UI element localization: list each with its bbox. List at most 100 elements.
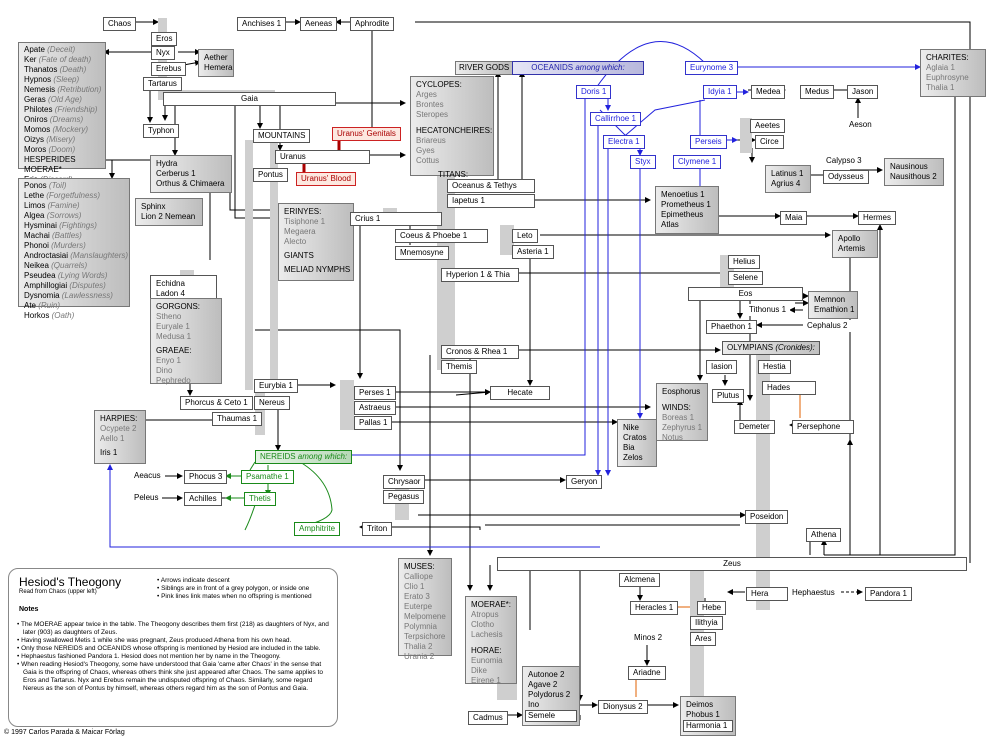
node-cadmus[interactable]: Cadmus: [468, 711, 508, 725]
node-heracles[interactable]: Heracles 1: [630, 601, 679, 615]
node-medus[interactable]: Medus: [800, 85, 835, 99]
node-aeneas[interactable]: Aeneas: [300, 17, 338, 31]
group-eosphorus-winds: Eosphorus WINDS: Boreas 1 Zephyrus 1 Not…: [656, 383, 708, 442]
node-doris[interactable]: Doris 1: [576, 85, 612, 99]
node-phocus[interactable]: Phocus 3: [184, 470, 228, 484]
node-ilithyia[interactable]: Ilithyia: [690, 616, 723, 630]
node-geryon[interactable]: Geryon: [566, 475, 603, 489]
node-cephalus[interactable]: Cephalus 2: [803, 320, 852, 332]
node-aeacus[interactable]: Aeacus: [130, 470, 165, 482]
node-ariadne[interactable]: Ariadne: [628, 666, 666, 680]
node-hestia[interactable]: Hestia: [758, 360, 791, 374]
node-odysseus[interactable]: Odysseus: [823, 170, 869, 184]
node-perses[interactable]: Perses 1: [354, 386, 396, 400]
node-hera[interactable]: Hera: [746, 587, 788, 601]
node-tithonus[interactable]: Tithonus 1: [745, 304, 791, 316]
node-typhon[interactable]: Typhon: [143, 124, 180, 138]
node-hermes[interactable]: Hermes: [858, 211, 897, 225]
node-nereus[interactable]: Nereus: [254, 396, 290, 410]
node-coeus-phoebe[interactable]: Coeus & Phoebe 1: [395, 229, 488, 243]
node-psamathe[interactable]: Psamathe 1: [241, 470, 294, 484]
node-clymene[interactable]: Clymene 1: [673, 155, 722, 169]
node-tartarus[interactable]: Tartarus: [143, 77, 182, 91]
node-asteria[interactable]: Asteria 1: [512, 245, 554, 259]
node-alcmena[interactable]: Alcmena: [619, 573, 661, 587]
node-demeter[interactable]: Demeter: [734, 420, 775, 434]
node-eurybia[interactable]: Eurybia 1: [254, 379, 298, 393]
node-astraeus[interactable]: Astraeus: [354, 401, 396, 415]
node-thetis[interactable]: Thetis: [244, 492, 276, 506]
node-chrysaor[interactable]: Chrysaor: [383, 475, 426, 489]
node-themis[interactable]: Themis: [441, 360, 478, 374]
list-item: Terpsichore: [404, 632, 446, 641]
node-pandora[interactable]: Pandora 1: [865, 587, 912, 601]
node-hebe[interactable]: Hebe: [697, 601, 727, 615]
node-minos[interactable]: Minos 2: [630, 632, 667, 644]
list-item: Ate (Ruin): [24, 301, 61, 310]
node-eros[interactable]: Eros: [151, 32, 178, 46]
node-amphitrite[interactable]: Amphitrite: [294, 522, 341, 536]
node-helius[interactable]: Helius: [728, 255, 761, 269]
node-callirrhoe[interactable]: Callirrhoe 1: [590, 112, 641, 126]
node-dionysus[interactable]: Dionysus 2: [598, 700, 648, 714]
list-item: Ker (Fate of death): [24, 55, 92, 64]
node-peleus[interactable]: Peleus: [130, 492, 163, 504]
node-river-gods[interactable]: RIVER GODS: [455, 61, 514, 75]
node-aphrodite[interactable]: Aphrodite: [350, 17, 395, 31]
node-anchises[interactable]: Anchises 1: [237, 17, 287, 31]
node-electra[interactable]: Electra 1: [603, 135, 645, 149]
node-iasion[interactable]: Iasion: [706, 360, 738, 374]
node-aeetes[interactable]: Aeetes: [750, 119, 785, 133]
node-oceanus-tethys[interactable]: Oceanus & Tethys: [447, 179, 535, 193]
node-ares[interactable]: Ares: [690, 632, 717, 646]
node-achilles[interactable]: Achilles: [184, 492, 222, 506]
node-hephaestus[interactable]: Hephaestus: [788, 587, 839, 599]
node-hecate[interactable]: Hecate: [490, 386, 550, 400]
node-mountains[interactable]: MOUNTAINS: [253, 129, 311, 143]
node-circe[interactable]: Circe: [755, 135, 784, 149]
node-nyx[interactable]: Nyx: [151, 46, 175, 60]
node-selene[interactable]: Selene: [728, 271, 763, 285]
node-mnemosyne[interactable]: Mnemosyne: [395, 246, 449, 260]
node-gaia[interactable]: Gaia: [163, 92, 336, 106]
node-aeson[interactable]: Aeson: [845, 119, 876, 131]
node-medea[interactable]: Medea: [751, 85, 786, 99]
node-zeus[interactable]: Zeus: [497, 557, 967, 571]
node-triton[interactable]: Triton: [362, 522, 393, 536]
node-calypso[interactable]: Calypso 3: [822, 155, 866, 167]
node-perseis[interactable]: Perseis: [690, 135, 727, 149]
node-hades[interactable]: Hades: [762, 381, 816, 395]
node-hyperion-thia[interactable]: Hyperion 1 & Thia: [441, 268, 519, 282]
node-erebus[interactable]: Erebus: [151, 62, 187, 76]
node-maia[interactable]: Maia: [780, 211, 808, 225]
list-item: Nemesis (Retribution): [24, 85, 102, 94]
node-uranus-blood[interactable]: Uranus' Blood: [296, 172, 356, 186]
node-phaethon[interactable]: Phaethon 1: [706, 320, 757, 334]
node-olympians[interactable]: OLYMPIANS (Cronides):: [722, 341, 820, 355]
node-uranus[interactable]: Uranus: [275, 150, 370, 164]
node-phorcus-ceto[interactable]: Phorcus & Ceto 1: [180, 396, 253, 410]
node-eos[interactable]: Eos: [688, 287, 803, 301]
node-persephone[interactable]: Persephone: [792, 420, 854, 434]
node-iapetus[interactable]: Iapetus 1: [447, 194, 535, 208]
node-eurynome[interactable]: Eurynome 3: [685, 61, 739, 75]
node-athena[interactable]: Athena: [806, 528, 842, 542]
node-oceanids[interactable]: OCEANIDS among which:: [512, 61, 644, 75]
node-styx[interactable]: Styx: [630, 155, 656, 169]
list-item: Philotes (Friendship): [24, 105, 98, 114]
node-pallas[interactable]: Pallas 1: [354, 416, 393, 430]
node-nereids[interactable]: NEREIDS among which:: [255, 450, 353, 464]
node-leto[interactable]: Leto: [512, 229, 538, 243]
node-chaos[interactable]: Chaos: [103, 17, 137, 31]
node-plutus[interactable]: Plutus: [712, 389, 745, 403]
node-cronos-rhea[interactable]: Cronos & Rhea 1: [441, 345, 519, 359]
node-poseidon[interactable]: Poseidon: [745, 510, 789, 524]
group-ares-children: Deimos Phobus 1 Harmonia 1: [680, 696, 736, 736]
node-uranus-genitals[interactable]: Uranus' Genitals: [332, 127, 401, 141]
node-pontus[interactable]: Pontus: [253, 168, 288, 182]
node-pegasus[interactable]: Pegasus: [383, 490, 425, 504]
node-thaumas[interactable]: Thaumas 1: [212, 412, 263, 426]
node-crius[interactable]: Crius 1: [350, 212, 442, 226]
node-jason[interactable]: Jason: [847, 85, 879, 99]
node-idyia[interactable]: Idyia 1: [703, 85, 737, 99]
